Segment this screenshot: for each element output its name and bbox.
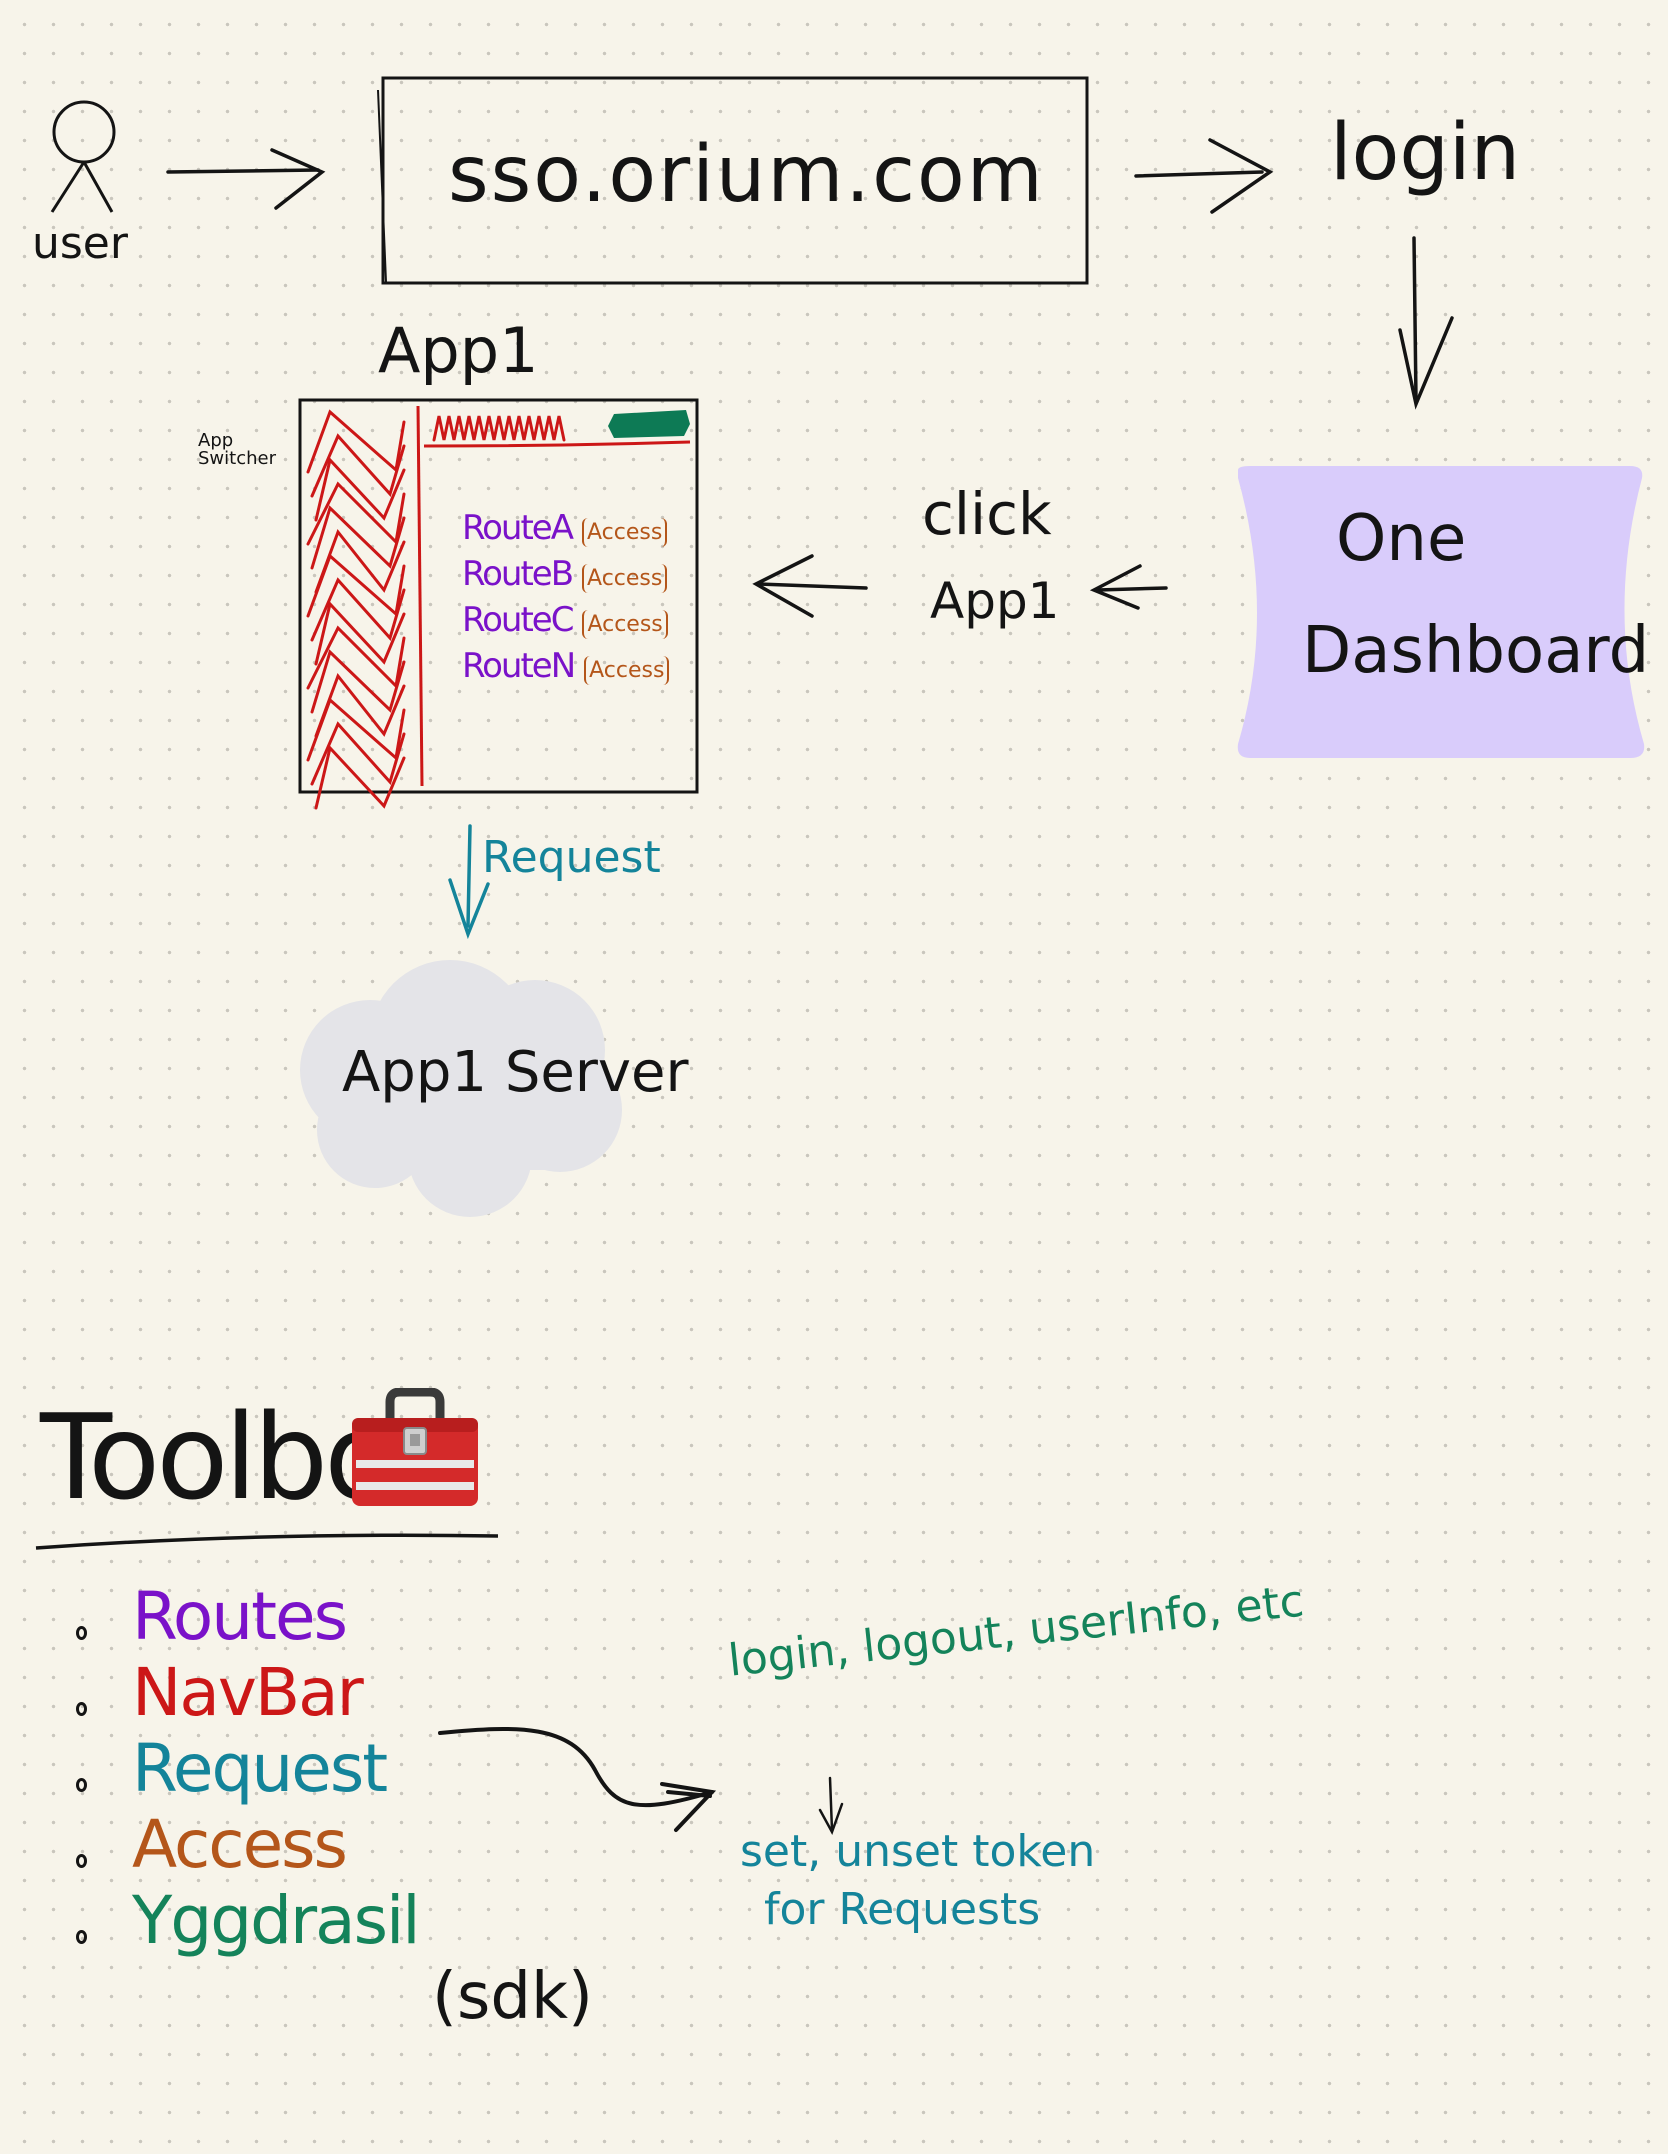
route-access: Access: [584, 656, 670, 685]
app-title: App1: [378, 314, 539, 387]
sdk-label: (sdk): [432, 1960, 593, 2034]
request-label: Request: [482, 832, 661, 883]
arrow-login-to-dashboard: [1398, 236, 1454, 410]
toolbox-item-label: Request: [132, 1730, 388, 1807]
dashboard-label-line2: Dashboard: [1302, 614, 1650, 688]
server-cloud: [300, 960, 622, 1217]
toolbox-item-label: NavBar: [132, 1654, 364, 1731]
route-name: RouteB: [462, 554, 574, 594]
route-name: RouteA: [462, 508, 574, 548]
bullet-icon: [76, 1626, 87, 1640]
bullet-icon: [76, 1702, 87, 1716]
toolbox-item-label: Access: [132, 1806, 348, 1883]
app-sidebar-scribble: [306, 409, 406, 810]
route-row[interactable]: RouteC Access: [462, 600, 668, 640]
route-name: RouteN: [462, 646, 576, 686]
bullet-icon: [76, 1854, 87, 1868]
route-row[interactable]: RouteN Access: [462, 646, 670, 686]
app-navbar-scribble: [432, 415, 566, 442]
app-user-badge: [608, 410, 690, 438]
arrow-navbar-to-note: [438, 1726, 717, 1832]
route-access: Access: [582, 564, 668, 593]
bullet-icon: [76, 1778, 87, 1792]
app-switcher-label: App Switcher: [198, 432, 276, 468]
toolbox-icon: [352, 1388, 478, 1506]
user-label: user: [32, 218, 128, 269]
note-down-arrow: [818, 1776, 844, 1836]
click-label-line2: App1: [930, 572, 1060, 630]
route-name: RouteC: [462, 600, 574, 640]
user-icon: [50, 100, 116, 213]
toolbox-item-label: Routes: [132, 1578, 348, 1655]
app-switcher-label-line2: Switcher: [198, 448, 276, 469]
arrow-dashboard-to-click: [1089, 564, 1168, 610]
sso-box: [381, 76, 1089, 285]
route-row[interactable]: RouteB Access: [462, 554, 668, 594]
login-label[interactable]: login: [1330, 108, 1521, 198]
arrow-sso-to-login: [1134, 138, 1274, 214]
arrow-user-to-sso: [166, 148, 326, 210]
app-switcher-label-line1: App: [198, 430, 234, 451]
route-access: Access: [581, 518, 668, 547]
bullet-icon: [76, 1930, 87, 1944]
dashboard-label-line1: One: [1336, 502, 1467, 576]
arrow-click-to-app: [752, 554, 868, 618]
route-access: Access: [582, 610, 668, 639]
dashboard-shape: [1237, 466, 1645, 758]
toolbox-item-label: Yggdrasil: [132, 1882, 421, 1959]
dashboard-node[interactable]: One Dashboard: [1238, 466, 1649, 758]
note-line2: set, unset token: [740, 1826, 1096, 1877]
click-label-line1: click: [922, 480, 1052, 548]
app-window: [298, 398, 699, 794]
arrow-request: [448, 824, 490, 940]
toolbox-underline: [35, 1533, 499, 1550]
sso-domain[interactable]: sso.orium.com: [448, 130, 1045, 220]
note-line3: for Requests: [764, 1884, 1041, 1935]
server-label[interactable]: App1 Server: [342, 1040, 689, 1105]
